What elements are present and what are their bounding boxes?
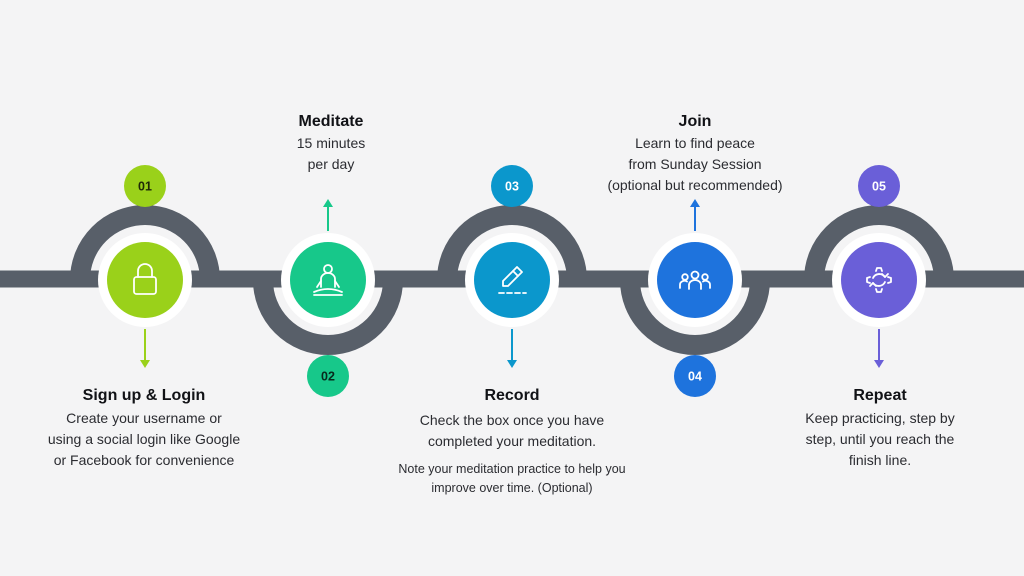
step-number-badge bbox=[674, 355, 716, 397]
step-2-desc-line: 15 minutes bbox=[296, 135, 366, 151]
step-5-description: Keep practicing, step by step, until you… bbox=[780, 408, 980, 471]
step-5-text: Repeat Keep practicing, step by step, un… bbox=[780, 386, 980, 471]
step-number: 01 bbox=[138, 180, 152, 194]
timeline-arch bbox=[70, 205, 220, 281]
arrow-down-icon bbox=[874, 329, 884, 368]
pen-signature-icon bbox=[498, 266, 527, 294]
group-people-icon bbox=[679, 270, 711, 290]
step-2: 02 bbox=[281, 199, 375, 397]
step-number: 03 bbox=[505, 180, 519, 194]
step-number-badge bbox=[124, 165, 166, 207]
step-number-badge bbox=[491, 165, 533, 207]
step-1-title: Sign up & Login bbox=[82, 387, 206, 404]
step-bubble bbox=[841, 242, 917, 318]
step-3-note-line: improve over time. (Optional) bbox=[431, 481, 593, 495]
step-number: 02 bbox=[321, 370, 335, 384]
step-number: 05 bbox=[872, 180, 886, 194]
step-number-badge bbox=[858, 165, 900, 207]
arrow-down-icon bbox=[507, 329, 517, 368]
step-1: 01 bbox=[98, 165, 192, 368]
timeline-arch bbox=[437, 205, 587, 281]
step-1-description: Create your username or using a social l… bbox=[36, 408, 252, 471]
step-4-desc-line: (optional but recommended) bbox=[607, 177, 783, 193]
timeline-arch bbox=[804, 205, 954, 281]
lock-icon bbox=[133, 263, 157, 295]
step-4-title: Join bbox=[678, 113, 712, 130]
step-3-desc-line: completed your meditation. bbox=[427, 433, 597, 449]
arrow-up-icon bbox=[690, 199, 700, 231]
step-number-badge bbox=[307, 355, 349, 397]
step-4-text: Join Learn to find peace from Sunday Ses… bbox=[585, 112, 805, 196]
step-1-text: Sign up & Login Create your username or … bbox=[36, 386, 252, 471]
step-2-title: Meditate bbox=[298, 113, 364, 130]
step-5-desc-line: finish line. bbox=[848, 452, 912, 468]
arrow-up-icon bbox=[323, 199, 333, 231]
timeline-arch bbox=[253, 279, 403, 355]
step-2-desc-line: per day bbox=[307, 156, 355, 172]
step-1-desc-line: Create your username or bbox=[66, 410, 222, 426]
step-3-text: Record Check the box once you have compl… bbox=[382, 386, 642, 498]
step-4-desc-line: Learn to find peace bbox=[635, 135, 755, 151]
step-number: 04 bbox=[688, 370, 702, 384]
step-5-desc-line: Keep practicing, step by bbox=[805, 410, 955, 426]
step-3-note-line: Note your meditation practice to help yo… bbox=[398, 462, 626, 476]
meditation-person-icon bbox=[313, 264, 343, 296]
step-bubble bbox=[107, 242, 183, 318]
step-3-desc-line: Check the box once you have bbox=[419, 412, 605, 428]
step-3-note: Note your meditation practice to help yo… bbox=[382, 460, 642, 498]
step-5: 05 bbox=[832, 165, 926, 368]
step-4-description: Learn to find peace from Sunday Session … bbox=[585, 133, 805, 196]
step-1-desc-line: or Facebook for convenience bbox=[53, 452, 235, 468]
step-3: 03 bbox=[465, 165, 559, 368]
refresh-gear-icon bbox=[866, 267, 892, 293]
step-bubble bbox=[290, 242, 366, 318]
timeline-arch bbox=[620, 279, 770, 355]
step-2-text: Meditate 15 minutes per day bbox=[241, 112, 421, 175]
step-3-title: Record bbox=[484, 387, 540, 404]
step-4: 04 bbox=[648, 199, 742, 397]
step-5-title: Repeat bbox=[853, 387, 907, 404]
arrow-down-icon bbox=[140, 329, 150, 368]
step-4-desc-line: from Sunday Session bbox=[628, 156, 762, 172]
step-3-description: Check the box once you have completed yo… bbox=[382, 410, 642, 452]
step-5-desc-line: step, until you reach the bbox=[805, 431, 955, 447]
step-1-desc-line: using a social login like Google bbox=[47, 431, 241, 447]
step-bubble bbox=[474, 242, 550, 318]
step-2-description: 15 minutes per day bbox=[241, 133, 421, 175]
